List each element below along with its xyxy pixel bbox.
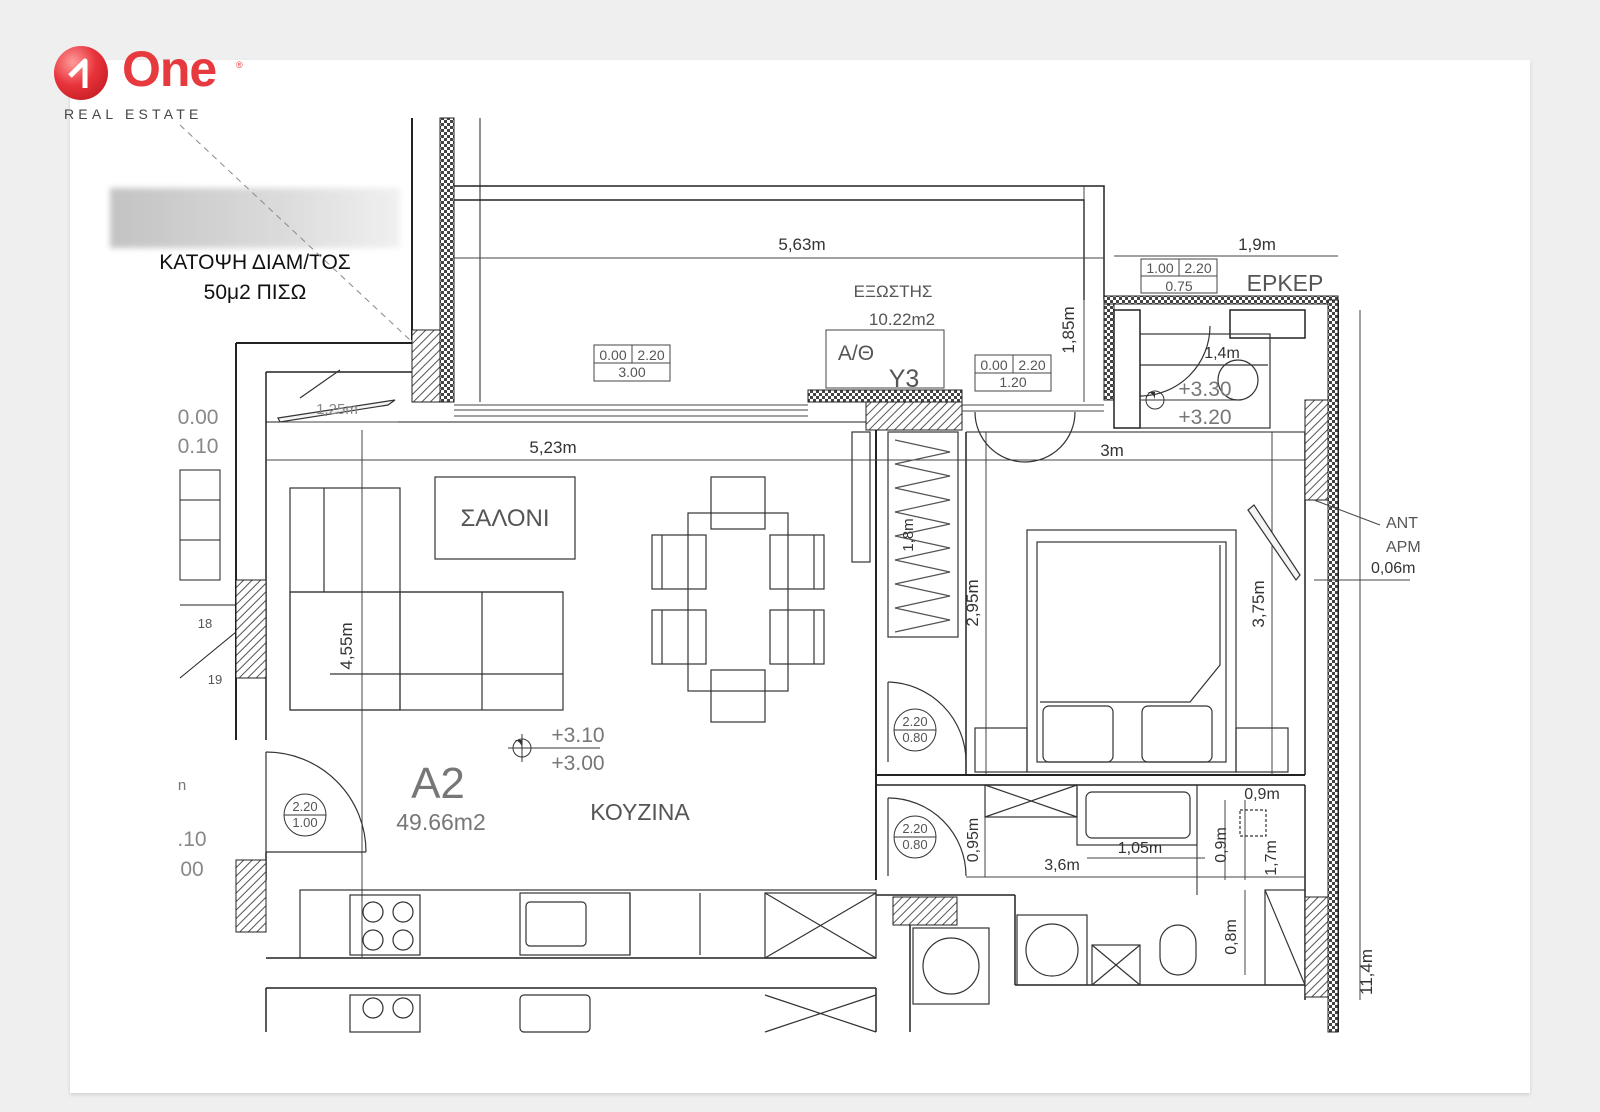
unit-code: Α2: [411, 759, 465, 808]
column-bath: [892, 896, 958, 926]
dim-bath-09a: 0,9m: [1244, 786, 1280, 803]
redacted-title-lines: [110, 188, 400, 248]
leader-line: [179, 124, 411, 341]
door-entry-width: 1.00: [292, 815, 317, 830]
door-bathroom-width: 0.80: [902, 837, 927, 852]
wall-level-top: 0.00: [178, 406, 219, 429]
wardrobe: [887, 431, 959, 638]
door-entry-height: 2.20: [292, 799, 317, 814]
sofa-chaise: [289, 487, 401, 711]
window-left-spec-3: 3.00: [618, 364, 645, 380]
east-wall: [1327, 299, 1339, 1033]
column-se: [1304, 896, 1332, 998]
door-bedroom-height: 2.20: [902, 714, 927, 729]
bay-window-spec-3: 0.75: [1165, 278, 1192, 294]
ac-label: Α/Θ: [838, 342, 874, 365]
left-level-bottom: 00: [180, 858, 203, 881]
column-nw: [411, 329, 441, 403]
side-label-1: ΑΝΤ: [1386, 515, 1418, 532]
column-label: Υ3: [889, 365, 920, 393]
dim-bedroom-width: 3m: [1100, 441, 1124, 460]
bay-window-spec-1: 1.00: [1146, 260, 1173, 276]
panel: [851, 431, 871, 563]
dim-bath-17: 1,7m: [1263, 840, 1280, 876]
bay-name: ΕΡΚΕΡ: [1247, 270, 1324, 296]
dim-bath-width: 1,05m: [1118, 840, 1162, 857]
dim-wardrobe: 1,8m: [900, 518, 917, 551]
bed: [1026, 529, 1237, 773]
bathtub: [1076, 784, 1198, 846]
unit-area: 49.66m2: [396, 809, 486, 835]
window-right-spec-1: 0.00: [980, 357, 1007, 373]
dim-corridor: 2,95m: [963, 579, 982, 626]
dim-living-depth: 4,55m: [337, 622, 356, 669]
dim-bay-width: 1,9m: [1238, 235, 1276, 254]
bay-window-spec-2: 2.20: [1184, 260, 1211, 276]
toilet: [1159, 924, 1197, 976]
kitchen-name: ΚΟΥΖΙΝΑ: [590, 799, 690, 825]
level-bottom: +3.00: [551, 752, 604, 775]
cooktop: [349, 894, 421, 956]
wall-level-bottom: 0.10: [178, 435, 219, 458]
stair-step-19: 19: [208, 672, 222, 687]
pillow-right: [1141, 705, 1213, 763]
column-y3: [865, 401, 963, 431]
window-left-spec-2: 2.20: [637, 347, 664, 363]
dim-total-depth: 11,4m: [1357, 949, 1376, 995]
dim-bath-09b: 0,9m: [1213, 827, 1230, 863]
logo-word: One: [122, 41, 217, 97]
dim-bedroom-depth: 3,75m: [1249, 580, 1268, 627]
dining-table: [687, 512, 789, 692]
window-right-spec-2: 2.20: [1018, 357, 1045, 373]
living-room-name: ΣΑΛΟΝΙ: [460, 505, 549, 532]
left-level-top: .10: [177, 828, 206, 851]
dim-balcony-width-label: 5,63m: [778, 235, 825, 254]
bay-wall-left: [1103, 299, 1115, 401]
dim-balcony-depth: 1,85m: [1059, 306, 1078, 353]
dim-bath-095: 0,95m: [965, 818, 982, 862]
dim-bay-depth: 1,4m: [1204, 345, 1240, 362]
column-east: [1304, 399, 1332, 501]
logo-ball-icon: [54, 46, 108, 100]
pillow-left: [1042, 705, 1114, 763]
stair-step-18: 18: [198, 616, 212, 631]
plan-title-line-1: ΚΑΤΟΨΗ ΔΙΑΜ/ΤΟΣ: [159, 251, 351, 274]
window-right-spec-3: 1.20: [999, 374, 1026, 390]
balcony-wall-left: [439, 117, 455, 403]
balcony-area: 10.22m2: [869, 310, 935, 329]
left-margin-n: n: [178, 777, 186, 794]
bay-level-top: +3.30: [1178, 378, 1231, 401]
kitchen-counter: [299, 889, 877, 959]
fridge: [764, 892, 877, 959]
dim-tv-width: 1,25m: [316, 401, 358, 418]
door-bathroom-height: 2.20: [902, 821, 927, 836]
bay-level-bottom: +3.20: [1178, 406, 1231, 429]
window-left-spec-1: 0.00: [599, 347, 626, 363]
logo-registered-mark: ®: [236, 60, 243, 70]
living-room-tag: [434, 476, 576, 560]
level-top: +3.10: [551, 724, 604, 747]
dim-bath-36: 3,6m: [1044, 857, 1080, 874]
dim-side: 0,06m: [1371, 560, 1415, 577]
column-west: [235, 579, 267, 679]
logo-tagline: REAL ESTATE: [64, 106, 203, 122]
sofa: [289, 591, 564, 711]
balcony-name: ΕΞΩΣΤΗΣ: [854, 282, 933, 301]
dim-living-width: 5,23m: [529, 438, 576, 457]
side-label-2: ΑΡΜ: [1386, 539, 1421, 556]
column-sw: [235, 859, 267, 933]
plan-title-line-2: 50μ2 ΠΙΣΩ: [203, 281, 307, 304]
bay-wall-top: [1103, 295, 1339, 305]
dim-bath-08: 0,8m: [1223, 919, 1240, 955]
company-logo: One ® REAL ESTATE: [52, 41, 252, 124]
column-y3-cap: [807, 389, 963, 403]
door-bedroom-width: 0.80: [902, 730, 927, 745]
